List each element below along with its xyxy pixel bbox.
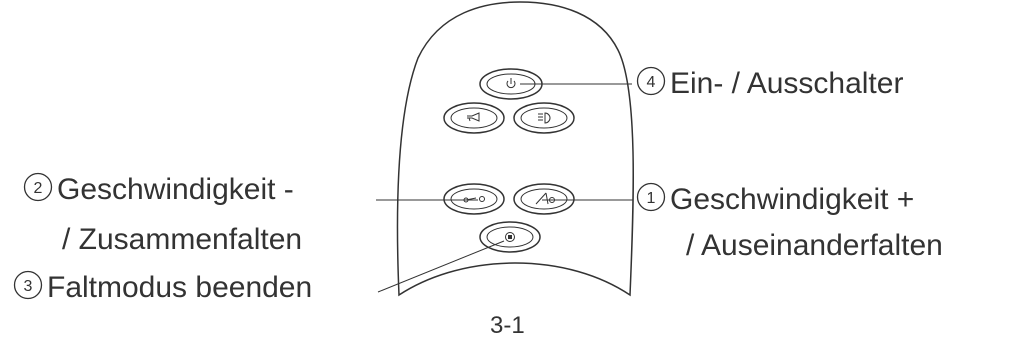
remote-body (396, 1, 634, 297)
number-3: 3 (24, 278, 33, 295)
label-speed-up-line2: / Auseinanderfalten (686, 229, 943, 262)
label-speed-down-line1: Geschwindigkeit - (57, 173, 294, 206)
label-speed-down-line2: / Zusammenfalten (62, 223, 302, 256)
number-badge-4 (636, 66, 666, 96)
label-power: 4 Ein- / Ausschalter (636, 66, 903, 100)
power-icon (506, 78, 516, 89)
number-1: 1 (647, 190, 656, 207)
leader-line-fold-stop (377, 240, 505, 293)
figure-caption: 3-1 (490, 312, 525, 339)
power-button[interactable] (479, 68, 543, 100)
label-fold-stop: 3 Faltmodus beenden (13, 270, 312, 304)
horn-icon (467, 112, 480, 122)
speed-up-button[interactable] (513, 183, 575, 215)
number-2: 2 (34, 180, 43, 197)
headlight-button[interactable] (513, 102, 575, 134)
number-badge-2 (23, 172, 53, 202)
label-fold-stop-text: Faltmodus beenden (47, 271, 312, 304)
label-speed-up-line1: Geschwindigkeit + (670, 183, 914, 216)
speed-down-button[interactable] (443, 183, 505, 215)
headlight-icon (538, 112, 551, 124)
number-badge-3 (13, 270, 43, 300)
label-power-text: Ein- / Ausschalter (670, 67, 903, 100)
label-speed-down: 2 Geschwindigkeit - / Zusammenfalten (23, 172, 302, 256)
stop-icon (505, 232, 515, 242)
horn-button[interactable] (443, 102, 505, 134)
label-speed-up: 1 Geschwindigkeit + / Auseinanderfalten (636, 182, 943, 262)
number-badge-1 (636, 182, 666, 212)
number-4: 4 (647, 74, 656, 91)
